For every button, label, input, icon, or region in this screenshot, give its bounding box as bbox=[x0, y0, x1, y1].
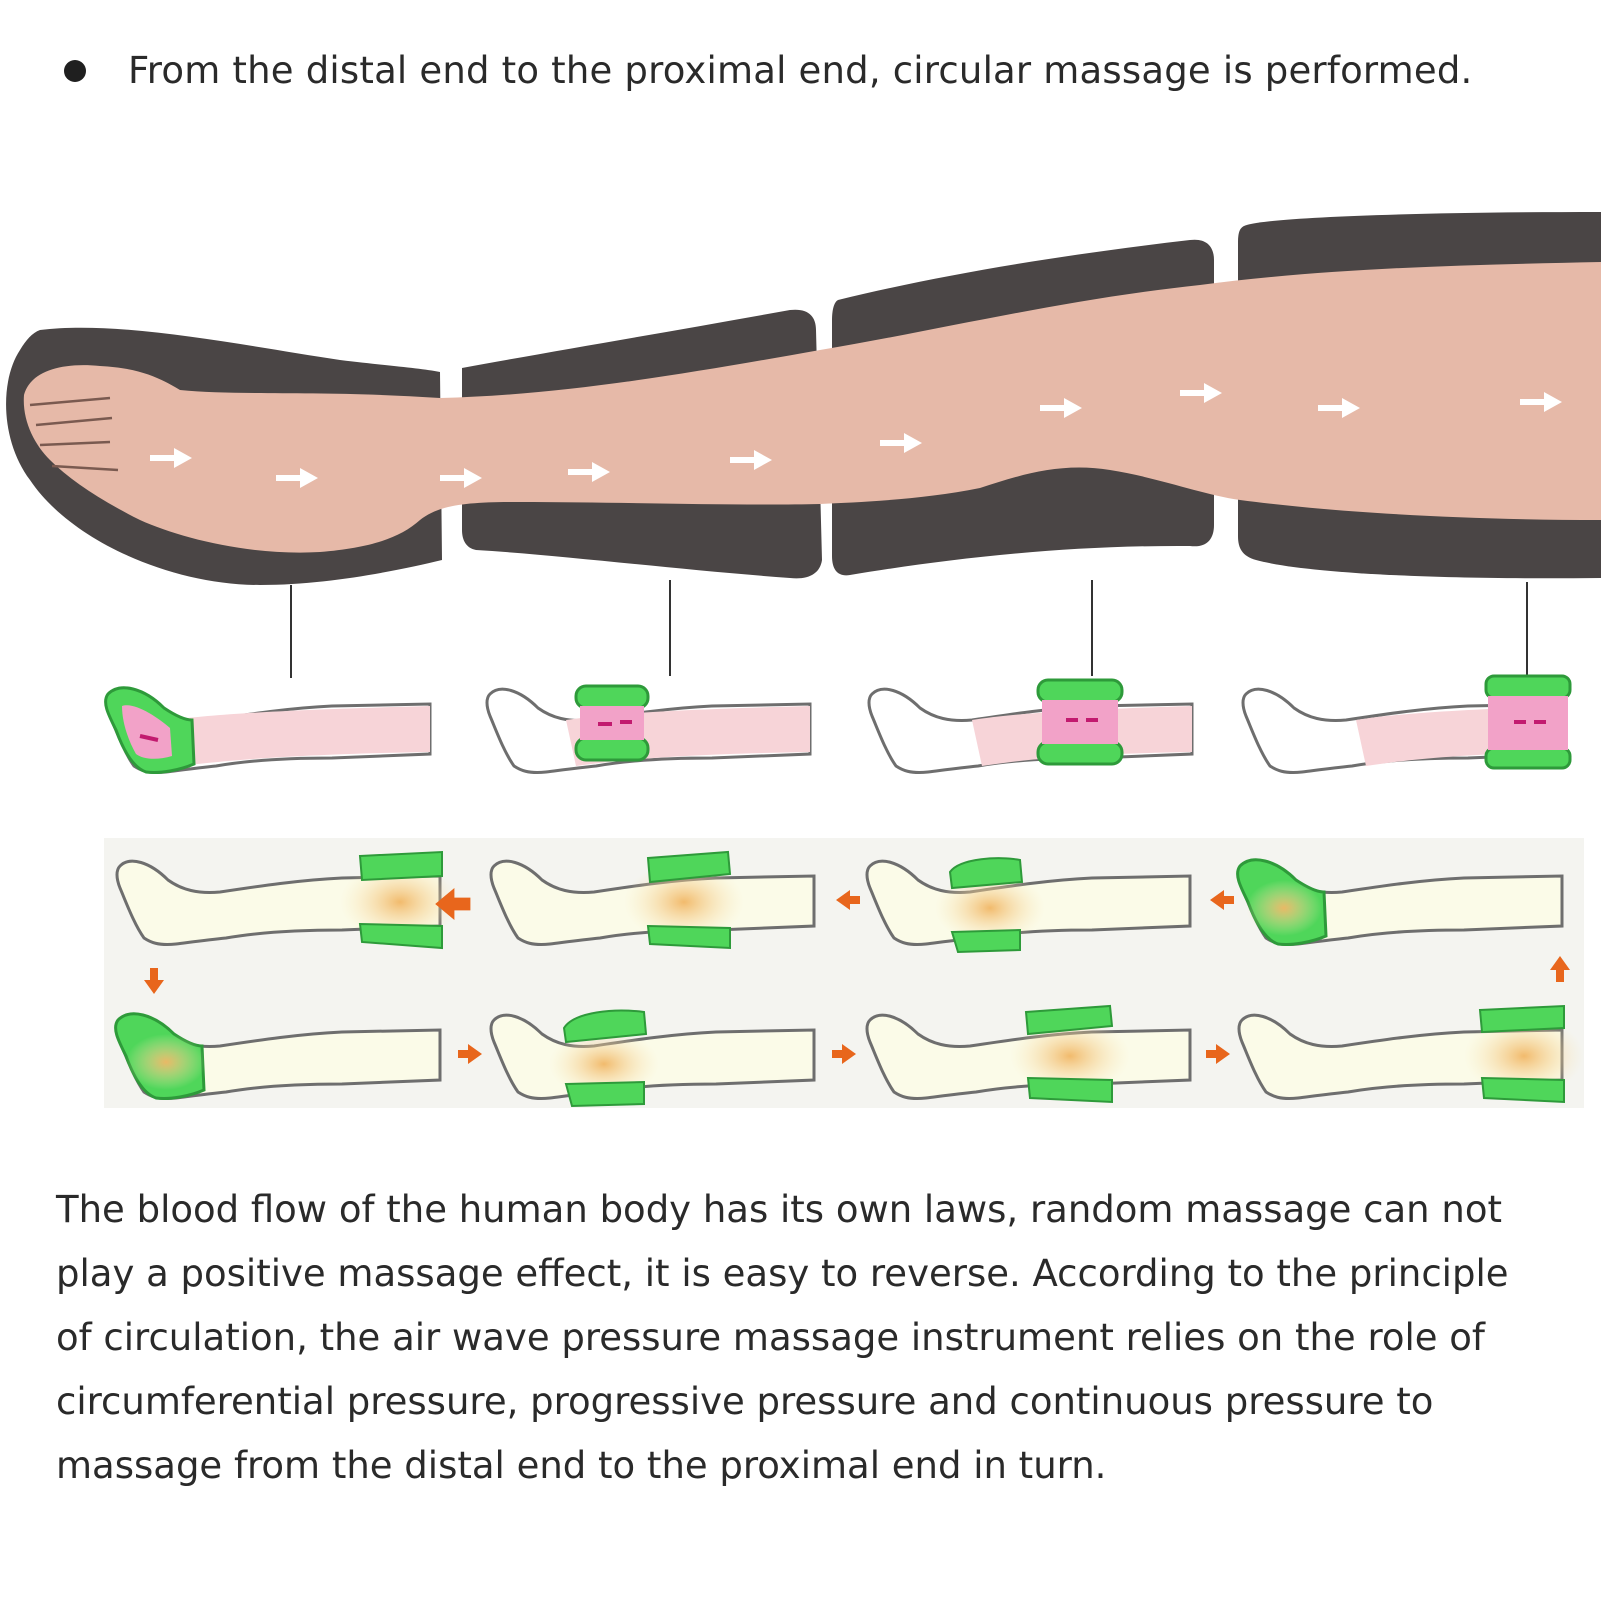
right-arrow-icon bbox=[458, 1044, 482, 1064]
heading-row: From the distal end to the proximal end,… bbox=[62, 44, 1582, 104]
cycle-step bbox=[1236, 858, 1564, 947]
cycle-arrows bbox=[144, 888, 1570, 1064]
right-arrow-icon bbox=[832, 1044, 856, 1064]
knee-pressure-zone bbox=[1036, 678, 1124, 704]
cycle-step bbox=[115, 850, 460, 950]
cycle-step bbox=[489, 1009, 816, 1108]
paragraph-line: massage from the distal end to the proxi… bbox=[56, 1444, 1107, 1487]
connector-lines bbox=[290, 580, 1528, 678]
right-arrow-icon bbox=[1206, 1044, 1230, 1064]
section-knee bbox=[867, 678, 1194, 775]
left-arrow-icon bbox=[1210, 890, 1234, 910]
leg-skin bbox=[23, 262, 1601, 553]
cycle-step bbox=[489, 850, 816, 950]
bullet-icon bbox=[64, 60, 86, 82]
large-leg-illustration bbox=[6, 212, 1601, 678]
heading-text: From the distal end to the proximal end,… bbox=[128, 49, 1473, 92]
section-calf bbox=[485, 684, 812, 775]
calf-pressure-zone bbox=[574, 684, 650, 710]
paragraph-line: play a positive massage effect, it is ea… bbox=[56, 1252, 1509, 1295]
paragraph-line: The blood flow of the human body has its… bbox=[56, 1188, 1502, 1231]
left-arrow-icon bbox=[435, 888, 471, 920]
paragraph-line: circumferential pressure, progressive pr… bbox=[56, 1380, 1434, 1423]
cycle-step bbox=[114, 1012, 442, 1101]
air-pressure-massage-diagram bbox=[6, 212, 1601, 1108]
paragraph-line: of circulation, the air wave pressure ma… bbox=[56, 1316, 1485, 1359]
section-detail-row bbox=[104, 674, 1572, 775]
description-paragraph: The blood flow of the human body has its… bbox=[56, 1178, 1556, 1498]
toe-lines bbox=[29, 396, 119, 472]
section-foot bbox=[104, 686, 432, 775]
section-thigh bbox=[1241, 674, 1572, 775]
cycle-step bbox=[1237, 1004, 1584, 1104]
down-arrow-icon bbox=[144, 968, 164, 994]
cycle-step bbox=[865, 1004, 1192, 1104]
left-arrow-icon bbox=[836, 890, 860, 910]
cycle-step bbox=[865, 857, 1192, 954]
pressure-cycle-grid bbox=[104, 838, 1584, 1108]
up-arrow-icon bbox=[1550, 956, 1570, 982]
thigh-pressure-zone bbox=[1484, 674, 1572, 700]
